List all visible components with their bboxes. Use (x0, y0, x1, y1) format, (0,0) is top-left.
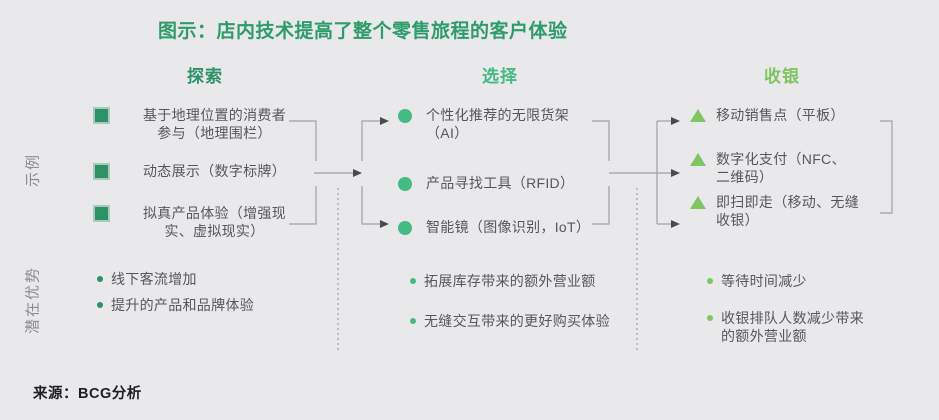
bracket-stage3-close (880, 120, 893, 214)
stage-header-select: 选择 (482, 67, 518, 86)
bracket-stage2-bottom (592, 186, 610, 225)
example-item: 智能镜（图像识别，IoT） (398, 218, 618, 236)
dot-bullet-icon (97, 302, 103, 308)
dot-bullet-icon (707, 278, 713, 284)
example-item: 移动销售点（平板） (690, 106, 880, 124)
benefit-text: 等待时间减少 (721, 273, 807, 289)
square-bullet-icon (95, 207, 108, 220)
circle-bullet-icon (398, 221, 412, 235)
example-text: 动态展示（数字标牌） (143, 163, 286, 179)
benefit-item: 提升的产品和品牌体验 (97, 296, 317, 314)
benefit-text: 无缝交互带来的更好购买体验 (424, 313, 610, 329)
example-text: 智能镜（图像识别，IoT） (426, 219, 591, 235)
fanout-stage2-bottom (361, 186, 380, 225)
dot-bullet-icon (410, 278, 416, 284)
arrowhead-icon (380, 220, 389, 228)
example-item: 产品寻找工具（RFID） (398, 174, 618, 192)
arrowhead-icon (380, 117, 389, 125)
stage-header-checkout: 收银 (764, 67, 800, 86)
example-item: 数字化支付（NFC、 二维码） (690, 150, 880, 186)
bracket-stage1-bottom (289, 186, 317, 225)
square-bullet-icon (95, 109, 108, 122)
benefit-text: 提升的产品和品牌体验 (111, 297, 254, 313)
circle-bullet-icon (398, 109, 412, 123)
fanout-stage2-top (361, 120, 380, 161)
triangle-bullet-icon (690, 196, 706, 209)
example-item: 拟真产品体验（增强现 实、虚拟现实） (95, 204, 307, 240)
dot-bullet-icon (97, 276, 103, 282)
example-text: 拟真产品体验（增强现 实、虚拟现实） (143, 205, 286, 239)
benefit-text: 拓展库存带来的额外营业额 (424, 273, 596, 289)
benefit-text: 收银排队人数减少带来 的额外营业额 (721, 310, 864, 344)
example-item: 个性化推荐的无限货架 （AI） (398, 106, 618, 142)
example-text: 基于地理位置的消费者 参与（地理围栏） (143, 107, 286, 141)
example-item: 基于地理位置的消费者 参与（地理围栏） (95, 106, 307, 142)
triangle-bullet-icon (690, 109, 706, 122)
benefit-item: 拓展库存带来的额外营业额 (410, 272, 650, 290)
example-text: 个性化推荐的无限货架 （AI） (426, 107, 569, 141)
bracket-stage2-top (592, 120, 610, 161)
arrowhead-icon (671, 220, 680, 228)
triangle-bullet-icon (690, 153, 706, 166)
example-text: 产品寻找工具（RFID） (426, 175, 575, 191)
square-bullet-icon (95, 165, 108, 178)
arrowhead-icon (671, 117, 680, 125)
example-item: 即扫即走（移动、无缝 收银） (690, 193, 880, 229)
dot-bullet-icon (707, 315, 713, 321)
example-text: 即扫即走（移动、无缝 收银） (716, 194, 859, 228)
dot-bullet-icon (410, 318, 416, 324)
example-text: 移动销售点（平板） (716, 107, 845, 123)
circle-bullet-icon (398, 177, 412, 191)
bracket-stage1-top (289, 120, 317, 161)
benefit-item: 等待时间减少 (707, 272, 917, 290)
arrowhead-icon (353, 169, 362, 177)
benefit-item: 线下客流增加 (97, 270, 317, 288)
source-note: 来源：BCG分析 (33, 386, 142, 402)
benefit-text: 线下客流增加 (111, 271, 197, 287)
example-item: 动态展示（数字标牌） (95, 162, 307, 180)
example-text: 数字化支付（NFC、 二维码） (716, 151, 846, 185)
benefit-item: 收银排队人数减少带来 的额外营业额 (707, 309, 917, 345)
benefit-item: 无缝交互带来的更好购买体验 (410, 312, 650, 330)
stage-header-explore: 探索 (187, 67, 223, 86)
page-title: 图示：店内技术提高了整个零售旅程的客户体验 (158, 21, 568, 42)
arrowhead-icon (671, 169, 680, 177)
